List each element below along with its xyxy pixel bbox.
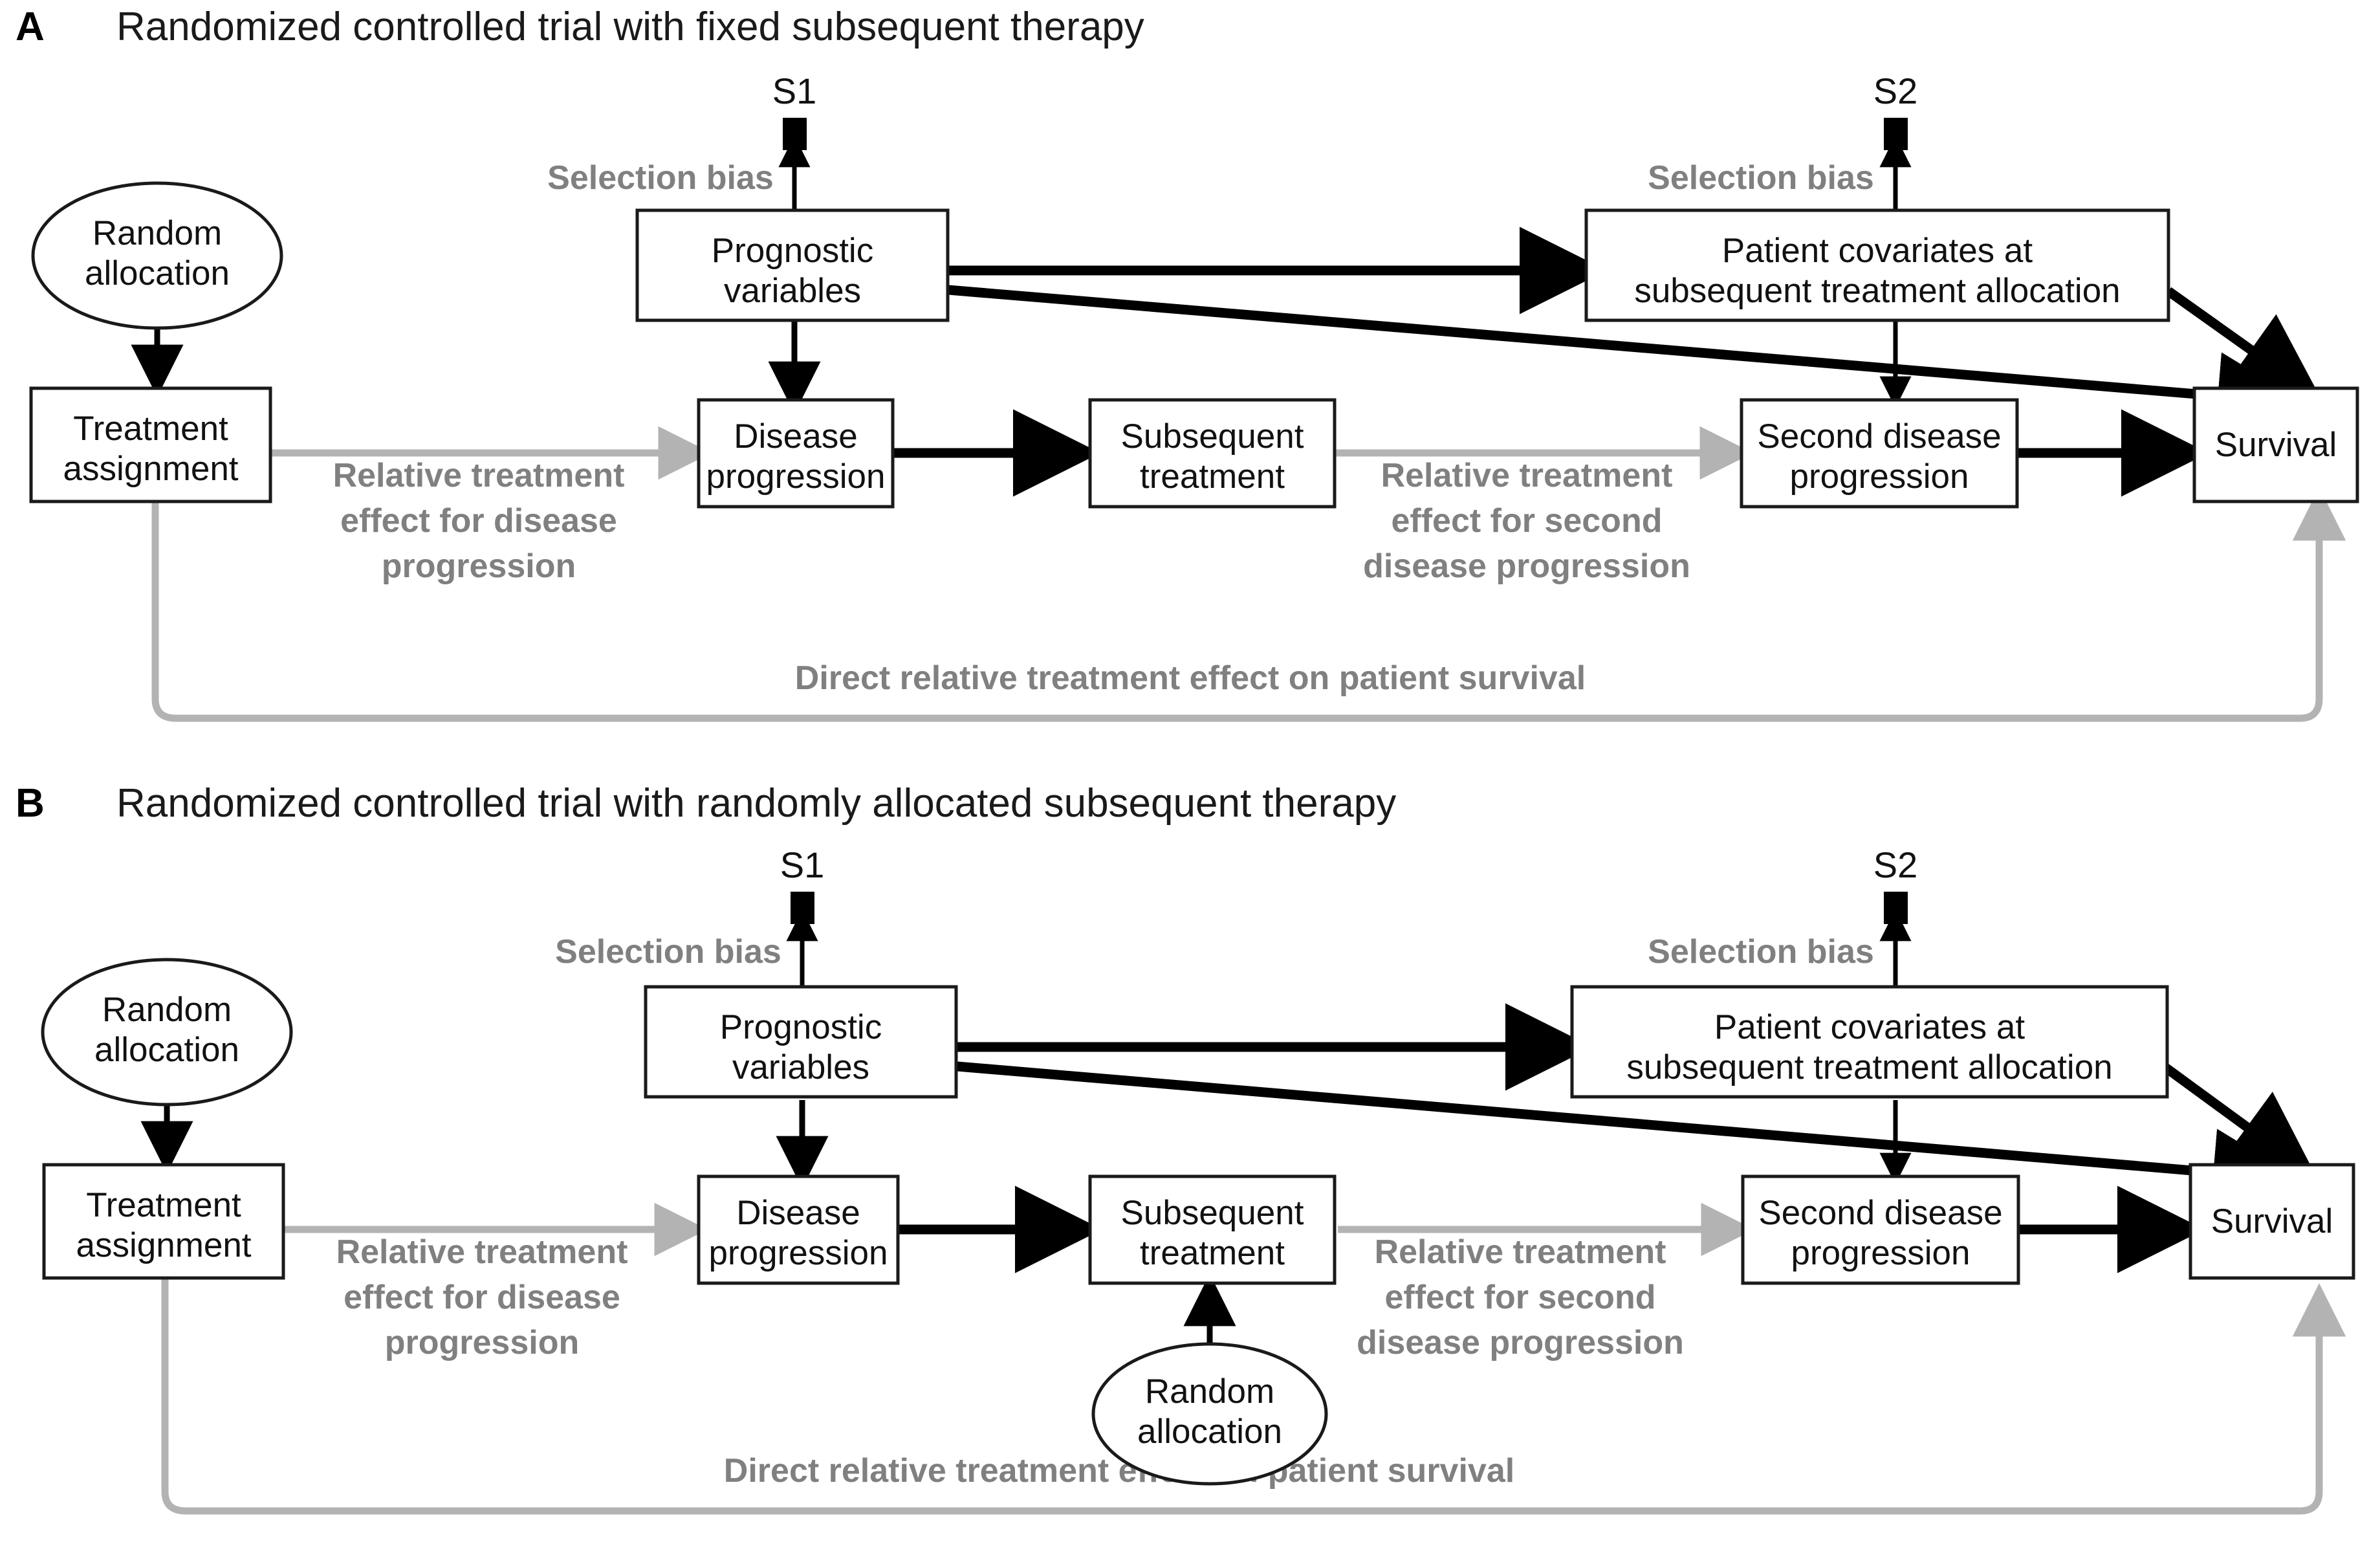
node-a-disease-progression-line1: Disease: [734, 417, 857, 456]
node-b-subsequent-treatment-line1: Subsequent: [1121, 1194, 1304, 1232]
node-b-patient-covariates[interactable]: [1570, 985, 2169, 1099]
node-b-random-allocation-2-line2: allocation: [1137, 1413, 1282, 1451]
node-b-subsequent-treatment-line2: treatment: [1140, 1234, 1285, 1272]
panel-b: B Randomized controlled trial with rando…: [16, 781, 2355, 1515]
node-b-random-allocation-line1: Random: [102, 991, 232, 1029]
node-b-treatment-assignment[interactable]: [42, 1163, 285, 1280]
node-a-prognostic-variables[interactable]: [635, 208, 950, 322]
s2-node-square-b: [1884, 892, 1908, 924]
node-a-subsequent-treatment-line2: treatment: [1140, 457, 1285, 496]
edge-label-a-selection-bias-1: Selection bias: [547, 159, 774, 197]
node-a-second-disease-progression-line1: Second disease: [1757, 417, 2001, 456]
node-a-survival[interactable]: [2192, 386, 2359, 503]
node-a-prognostic-variables-line2: variables: [724, 272, 861, 310]
node-a-second-disease-progression[interactable]: [1740, 398, 2019, 509]
node-a-disease-progression[interactable]: [697, 398, 895, 509]
node-b-disease-progression-line1: Disease: [736, 1194, 860, 1232]
node-a-random-allocation-line1: Random: [93, 214, 222, 252]
edge-label-b-rte-disease-1: Relative treatment: [336, 1233, 628, 1271]
s1-label-a: S1: [772, 71, 817, 111]
node-a-prognostic-variables-line1: Prognostic: [712, 232, 873, 270]
edge-b-direct-effect: [161, 1278, 2346, 1515]
edge-label-a-rte-second-2: effect for second: [1392, 502, 1663, 540]
s2-label-a: S2: [1873, 71, 1918, 111]
panel-a: A Randomized controlled trial with fixed…: [16, 5, 2359, 722]
edge-label-b-rte-second-2: effect for second: [1385, 1279, 1656, 1316]
edge-label-b-rte-second-1: Relative treatment: [1375, 1233, 1666, 1271]
node-b-treatment-assignment-line2: assignment: [76, 1226, 251, 1264]
node-b-random-allocation-2-line1: Random: [1145, 1372, 1274, 1411]
edge-b-covariates-to-survival: [2161, 1062, 2318, 1179]
s1-label-b: S1: [780, 844, 825, 885]
node-b-subsequent-treatment[interactable]: [1088, 1174, 1337, 1285]
node-b-patient-covariates-line1: Patient covariates at: [1714, 1008, 2025, 1046]
node-b-patient-covariates-line2: subsequent treatment allocation: [1626, 1048, 2112, 1086]
node-a-treatment-assignment-line1: Treatment: [73, 410, 228, 448]
node-b-disease-progression-line2: progression: [709, 1234, 888, 1272]
s1-node-square-a: [783, 118, 807, 150]
node-b-disease-progression[interactable]: [697, 1174, 900, 1285]
node-a-random-allocation-line2: allocation: [85, 254, 230, 292]
node-a-disease-progression-line2: progression: [706, 457, 886, 496]
node-b-survival[interactable]: [2189, 1163, 2355, 1280]
s2-node-square-a: [1884, 118, 1908, 150]
node-a-patient-covariates-line1: Patient covariates at: [1722, 232, 2033, 270]
edge-label-a-rte-second-3: disease progression: [1363, 547, 1690, 585]
edge-label-b-rte-disease-2: effect for disease: [344, 1279, 620, 1316]
node-b-survival-label: Survival: [2211, 1202, 2333, 1240]
node-a-subsequent-treatment[interactable]: [1088, 398, 1337, 509]
node-a-second-disease-progression-line2: progression: [1790, 457, 1969, 496]
node-b-second-disease-progression-line1: Second disease: [1758, 1194, 2002, 1232]
edge-label-a-rte-second-1: Relative treatment: [1381, 457, 1673, 494]
s2-label-b: S2: [1873, 844, 1918, 885]
edge-label-b-selection-bias-2: Selection bias: [1648, 933, 1874, 971]
edge-a-prog-to-survival: [948, 285, 2305, 440]
s1-node-square-b: [791, 892, 814, 924]
node-b-random-allocation-2[interactable]: [1091, 1342, 1328, 1486]
edge-label-a-rte-disease-2: effect for disease: [340, 502, 617, 540]
node-b-second-disease-progression[interactable]: [1741, 1174, 2020, 1285]
node-a-patient-covariates[interactable]: [1584, 208, 2170, 322]
panel-b-letter: B: [16, 781, 45, 826]
node-b-prognostic-variables-line1: Prognostic: [720, 1008, 882, 1046]
node-b-prognostic-variables-line2: variables: [732, 1048, 869, 1086]
panel-b-title: Randomized controlled trial with randoml…: [116, 781, 1396, 826]
edge-a-covariates-to-survival: [2165, 287, 2322, 401]
panel-a-title: Randomized controlled trial with fixed s…: [116, 5, 1144, 49]
panel-a-letter: A: [16, 5, 45, 49]
node-b-random-allocation-line2: allocation: [94, 1031, 239, 1069]
node-b-second-disease-progression-line2: progression: [1791, 1234, 1971, 1272]
node-a-random-allocation[interactable]: [31, 181, 283, 330]
edge-label-b-rte-second-3: disease progression: [1357, 1324, 1684, 1361]
edge-label-a-selection-bias-2: Selection bias: [1648, 159, 1874, 197]
edge-label-a-rte-disease-3: progression: [382, 547, 576, 585]
node-a-treatment-assignment[interactable]: [29, 386, 272, 503]
edge-label-a-rte-disease-1: Relative treatment: [333, 457, 625, 494]
edge-b-prog-to-survival: [957, 1061, 2300, 1216]
node-a-patient-covariates-line2: subsequent treatment allocation: [1634, 272, 2120, 310]
edge-label-a-direct-effect: Direct relative treatment effect on pati…: [795, 659, 1586, 697]
node-b-prognostic-variables[interactable]: [644, 985, 958, 1099]
edge-a-direct-effect: [151, 487, 2346, 722]
node-a-survival-label: Survival: [2215, 426, 2337, 464]
node-a-subsequent-treatment-line1: Subsequent: [1121, 417, 1304, 456]
edge-label-b-selection-bias-1: Selection bias: [555, 933, 781, 971]
edge-label-b-rte-disease-3: progression: [385, 1324, 580, 1361]
node-b-random-allocation[interactable]: [41, 958, 293, 1107]
node-a-treatment-assignment-line2: assignment: [63, 450, 238, 488]
node-b-treatment-assignment-line1: Treatment: [86, 1186, 241, 1224]
